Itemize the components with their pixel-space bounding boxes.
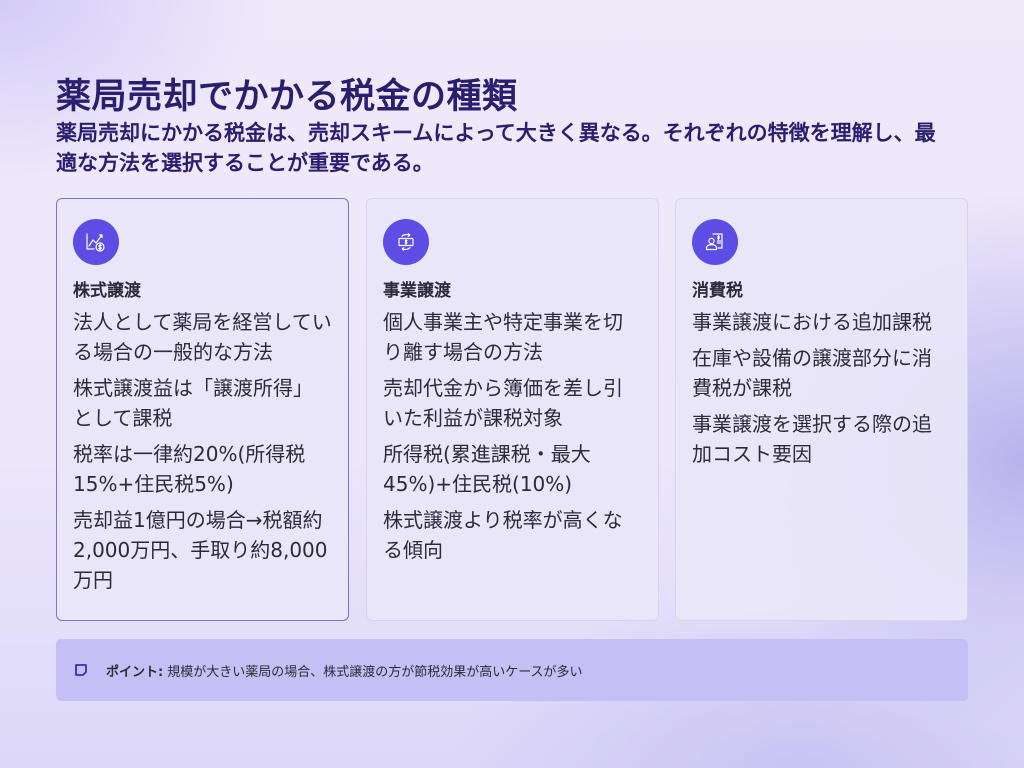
tax-type-cards: 株式譲渡 法人として薬局を経営している場合の一般的な方法 株式譲渡益は「譲渡所得… [56,198,968,621]
card-bullets: 法人として薬局を経営している場合の一般的な方法 株式譲渡益は「譲渡所得」として課… [73,307,332,595]
callout-text: 規模が大きい薬局の場合、株式譲渡の方が節税効果が高いケースが多い [167,664,583,680]
note-icon [75,664,87,676]
bullet-item: 個人事業主や特定事業を切り離す場合の方法 [383,310,623,364]
money-exchange-icon [383,219,429,265]
card-stock-transfer: 株式譲渡 法人として薬局を経営している場合の一般的な方法 株式譲渡益は「譲渡所得… [56,198,349,621]
page-subtitle: 薬局売却にかかる税金は、売却スキームによって大きく異なる。それぞれの特徴を理解し… [56,121,936,175]
bullet-item: 税率は一律約20%(所得税15%+住民税5%) [73,442,306,496]
point-callout: ポイント: 規模が大きい薬局の場合、株式譲渡の方が節税効果が高いケースが多い [56,639,968,701]
card-business-transfer: 事業譲渡 個人事業主や特定事業を切り離す場合の方法 売却代金から簿価を差し引いた… [366,198,659,621]
bullet-item: 事業譲渡における追加課税 [692,310,932,334]
bullet-item: 売却益1億円の場合→税額約2,000万円、手取り約8,000万円 [73,508,328,592]
bullet-item: 在庫や設備の譲渡部分に消費税が課税 [692,346,932,400]
person-invoice-icon [692,219,738,265]
bullet-item: 株式譲渡より税率が高くなる傾向 [383,508,623,562]
page-title: 薬局売却でかかる税金の種類 [56,77,518,117]
bullet-item: 所得税(累進課税・最大45%)+住民税(10%) [383,442,591,496]
card-title: 事業譲渡 [383,281,451,301]
bullet-item: 売却代金から簿価を差し引いた利益が課税対象 [383,376,623,430]
card-title: 消費税 [692,281,743,301]
card-consumption-tax: 消費税 事業譲渡における追加課税 在庫や設備の譲渡部分に消費税が課税 事業譲渡を… [675,198,968,621]
bullet-item: 株式譲渡益は「譲渡所得」として課税 [73,376,313,430]
card-bullets: 事業譲渡における追加課税 在庫や設備の譲渡部分に消費税が課税 事業譲渡を選択する… [692,307,951,469]
bullet-item: 法人として薬局を経営している場合の一般的な方法 [73,310,332,364]
chart-dollar-icon [73,219,119,265]
card-title: 株式譲渡 [73,281,141,301]
callout-label: ポイント: [106,664,164,680]
card-bullets: 個人事業主や特定事業を切り離す場合の方法 売却代金から簿価を差し引いた利益が課税… [383,307,642,565]
bullet-item: 事業譲渡を選択する際の追加コスト要因 [692,412,932,466]
